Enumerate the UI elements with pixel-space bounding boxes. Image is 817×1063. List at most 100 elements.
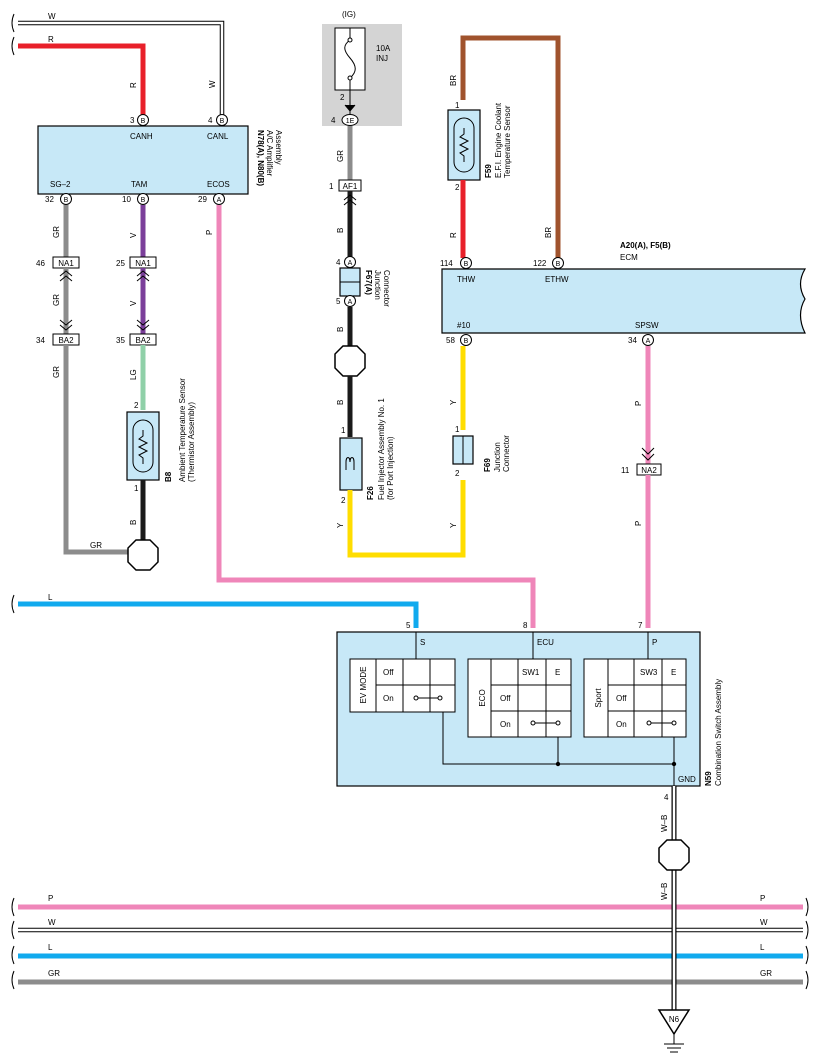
svg-text:ECO: ECO: [478, 689, 487, 706]
svg-text:3: 3: [130, 116, 135, 125]
svg-text:58: 58: [446, 336, 455, 345]
svg-text:B: B: [336, 400, 345, 405]
svg-text:B: B: [129, 520, 138, 525]
svg-text:P: P: [48, 894, 53, 903]
svg-text:B: B: [464, 261, 469, 268]
pin-name: ECOS: [207, 180, 230, 189]
svg-text:W: W: [48, 918, 56, 927]
splice-point: [658, 839, 690, 871]
svg-text:V: V: [129, 232, 138, 238]
splice-point: [127, 539, 159, 571]
ig-label: (IG): [342, 10, 356, 19]
svg-text:8: 8: [523, 621, 528, 630]
svg-text:1: 1: [341, 426, 346, 435]
svg-text:7: 7: [638, 621, 643, 630]
svg-text:N78(A), N80(B): N78(A), N80(B): [256, 130, 265, 186]
wire-y: [347, 480, 466, 558]
svg-text:GR: GR: [48, 969, 60, 978]
pin-f67-5: A 5: [336, 295, 356, 307]
pin-canl: B 4: [208, 114, 228, 126]
svg-text:A: A: [348, 299, 353, 306]
svg-text:Off: Off: [500, 694, 511, 703]
svg-text:NA2: NA2: [641, 466, 657, 475]
svg-text:SW1: SW1: [522, 668, 540, 677]
svg-text:F59: F59: [484, 164, 493, 178]
wire-r-top: [18, 43, 146, 118]
svg-text:25: 25: [116, 259, 125, 268]
svg-text:AF1: AF1: [343, 182, 358, 191]
svg-text:B: B: [141, 197, 146, 204]
svg-text:Y: Y: [336, 522, 345, 528]
svg-text:BR: BR: [449, 75, 458, 86]
ev-mode-switch: EV MODE Off On: [349, 658, 456, 713]
wire-label: W: [208, 80, 217, 88]
svg-text:2: 2: [134, 401, 139, 410]
pin-name: CANH: [130, 132, 153, 141]
svg-text:B: B: [141, 118, 146, 125]
svg-text:V: V: [129, 300, 138, 306]
svg-text:35: 35: [116, 336, 125, 345]
pin-thw: B 114: [440, 257, 472, 269]
fuel-injector: [339, 437, 363, 491]
svg-text:A: A: [646, 338, 651, 345]
svg-text:Sport: Sport: [594, 688, 603, 708]
svg-text:LG: LG: [129, 369, 138, 380]
svg-text:GR: GR: [336, 150, 345, 162]
svg-text:E: E: [555, 668, 560, 677]
eco-switch: ECO SW1 E Off On: [467, 658, 572, 738]
wire-l-top: [18, 601, 419, 628]
pin-name: S: [420, 638, 425, 647]
pin-spsw: A 34: [628, 334, 654, 346]
pin-name: TAM: [131, 180, 148, 189]
wire-br: [460, 35, 561, 258]
ground-n6: N6: [657, 1009, 691, 1053]
svg-text:B: B: [336, 327, 345, 332]
svg-text:Junction: Junction: [493, 442, 502, 472]
svg-text:Off: Off: [383, 668, 394, 677]
fuse-rating: 10A: [376, 44, 391, 53]
svg-text:BA2: BA2: [135, 336, 151, 345]
wire-break-top: [11, 13, 15, 56]
svg-text:5: 5: [406, 621, 411, 630]
svg-text:29: 29: [198, 195, 207, 204]
svg-text:B: B: [556, 261, 561, 268]
svg-text:P: P: [634, 401, 643, 406]
ecm-box: [441, 268, 807, 334]
svg-text:GR: GR: [90, 541, 102, 550]
svg-text:P: P: [634, 521, 643, 526]
ecm-name: ECM: [620, 253, 638, 262]
svg-text:2: 2: [455, 183, 460, 192]
svg-text:4: 4: [208, 116, 213, 125]
svg-text:F26: F26: [366, 486, 375, 500]
pin-f67-4: A 4: [336, 256, 356, 268]
svg-text:On: On: [500, 720, 511, 729]
svg-text:1E: 1E: [346, 118, 355, 125]
wire-label: W: [48, 12, 56, 21]
svg-text:W–B: W–B: [660, 883, 669, 900]
svg-text:L: L: [48, 593, 53, 602]
splice-point: [334, 345, 366, 377]
svg-text:L: L: [48, 943, 53, 952]
svg-text:On: On: [616, 720, 627, 729]
svg-text:EV MODE: EV MODE: [359, 667, 368, 704]
svg-text:B8: B8: [164, 471, 173, 482]
svg-text:(Thermistor Assembly): (Thermistor Assembly): [187, 402, 196, 482]
svg-text:F69: F69: [483, 458, 492, 472]
pin-name: ETHW: [545, 275, 569, 284]
pin-canh: B 3: [130, 114, 149, 126]
svg-text:P: P: [205, 230, 214, 235]
svg-text:Connector: Connector: [502, 435, 511, 472]
svg-text:GR: GR: [52, 226, 61, 238]
svg-text:Ambient Temperature Sensor: Ambient Temperature Sensor: [178, 378, 187, 482]
combination-switch-label: N59 Combination Switch Assembly: [704, 679, 723, 786]
svg-text:Assembly: Assembly: [274, 130, 283, 165]
ambient-sensor-label: B8 Ambient Temperature Sensor (Thermisto…: [164, 378, 196, 482]
svg-text:46: 46: [36, 259, 45, 268]
svg-text:F67(A): F67(A): [364, 270, 373, 295]
svg-text:2: 2: [455, 469, 460, 478]
pin-1e: 1E 4: [331, 114, 359, 126]
svg-text:4: 4: [336, 258, 341, 267]
svg-text:NA1: NA1: [135, 259, 151, 268]
ecm-code: A20(A), F5(B): [620, 241, 671, 250]
